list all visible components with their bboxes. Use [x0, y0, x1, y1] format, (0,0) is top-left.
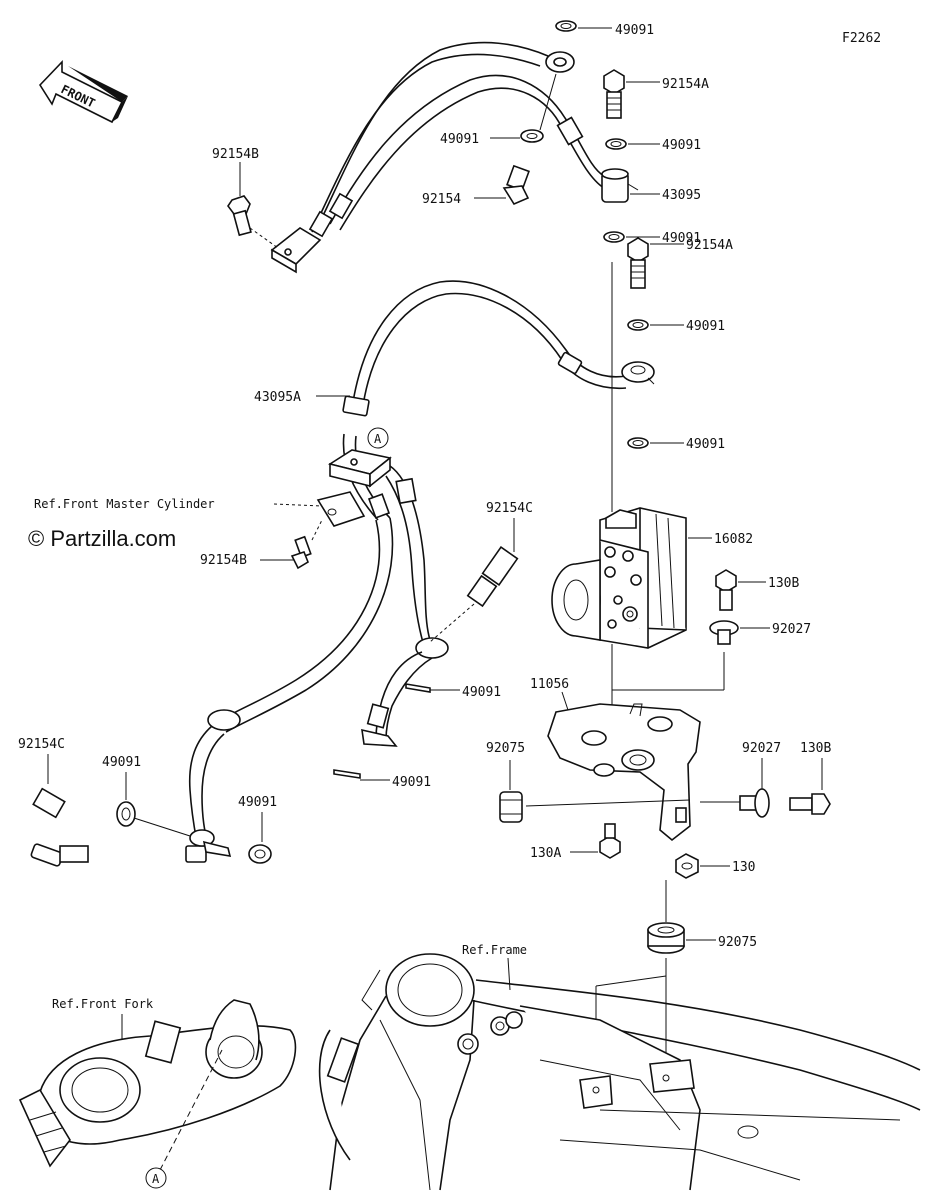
label-130A: 130A — [530, 846, 561, 861]
ref-master-cylinder: Ref.Front Master Cylinder — [34, 497, 215, 511]
label-49091-right2: 49091 — [662, 231, 701, 246]
grommet-92075-low — [647, 922, 685, 954]
bolt-130B-low — [789, 793, 831, 815]
label-92154A-mid: 92154A — [686, 238, 733, 253]
label-49091-lower-a: 49091 — [462, 685, 501, 700]
label-130B-top: 130B — [768, 576, 799, 591]
bleeder-92154C-left — [30, 787, 89, 867]
bracket-11056 — [547, 703, 701, 842]
front-fork-triple-clamp — [18, 999, 297, 1168]
label-92154: 92154 — [422, 192, 461, 207]
middle-brake-hose-43095A — [185, 280, 655, 863]
frame-section — [318, 953, 921, 1191]
label-130: 130 — [732, 860, 755, 875]
label-130B-low: 130B — [800, 741, 831, 756]
abs-unit-16082 — [551, 507, 687, 649]
collar-92027-top — [709, 620, 739, 645]
bolt-92154B-low — [290, 535, 312, 570]
banjo-bolt-92154A-mid — [627, 237, 649, 289]
banjo-bolt-92154A-top — [603, 69, 625, 119]
washer-49091-left — [116, 801, 136, 827]
joint-43095 — [601, 168, 639, 203]
ref-front-fork: Ref.Front Fork — [52, 997, 154, 1011]
washer-49091-right1 — [605, 138, 627, 150]
label-92154C-mid: 92154C — [486, 501, 533, 516]
label-11056: 11056 — [530, 677, 569, 692]
label-92154A-top: 92154A — [662, 77, 709, 92]
bolt-130A — [599, 823, 621, 859]
washer-49091-mid — [520, 129, 544, 143]
callout-a-top: A — [367, 427, 389, 449]
label-49091-lower-b: 49091 — [392, 775, 431, 790]
label-49091-left: 49091 — [102, 755, 141, 770]
label-49091-mid: 49091 — [440, 132, 479, 147]
bleeder-92154 — [502, 164, 530, 206]
diagram-code: F2262 — [842, 31, 881, 46]
label-49091-left2: 49091 — [238, 795, 277, 810]
label-92075-low: 92075 — [718, 935, 757, 950]
bolt-130B-top — [715, 569, 737, 611]
watermark: © Partzilla.com — [28, 526, 176, 551]
washer-49091-left2 — [248, 844, 272, 864]
nut-130 — [675, 853, 699, 879]
label-92154B-low: 92154B — [200, 553, 247, 568]
label-92075-left: 92075 — [486, 741, 525, 756]
bolt-92154B-top — [227, 195, 252, 237]
label-43095A: 43095A — [254, 390, 301, 405]
label-92154B-top: 92154B — [212, 147, 259, 162]
label-43095: 43095 — [662, 188, 701, 203]
label-49091-right3: 49091 — [686, 319, 725, 334]
bleeder-92154C-mid — [466, 546, 519, 608]
washer-49091-right2 — [603, 231, 625, 243]
collar-92027-low — [739, 788, 770, 818]
label-92027-top: 92027 — [772, 622, 811, 637]
label-49091-right4: 49091 — [686, 437, 725, 452]
upper-brake-hose — [270, 41, 605, 274]
label-49091-right1: 49091 — [662, 138, 701, 153]
callout-letter: A — [374, 432, 382, 446]
grommet-92075-left — [499, 791, 523, 823]
washer-49091-lower-b — [333, 769, 361, 779]
front-arrow-icon: FRONT — [38, 60, 128, 124]
svg-text:A: A — [152, 1172, 160, 1186]
label-92154C-left: 92154C — [18, 737, 65, 752]
ref-frame: Ref.Frame — [462, 943, 527, 957]
washer-49091-right3 — [627, 319, 649, 331]
washer-49091-right4 — [627, 437, 649, 449]
top-washer-49091 — [555, 20, 577, 32]
label-16082: 16082 — [714, 532, 753, 547]
washer-49091-lower-a — [405, 683, 431, 693]
label-49091-top: 49091 — [615, 23, 654, 38]
callout-a-bottom: A — [145, 1167, 167, 1189]
label-92027-low: 92027 — [742, 741, 781, 756]
